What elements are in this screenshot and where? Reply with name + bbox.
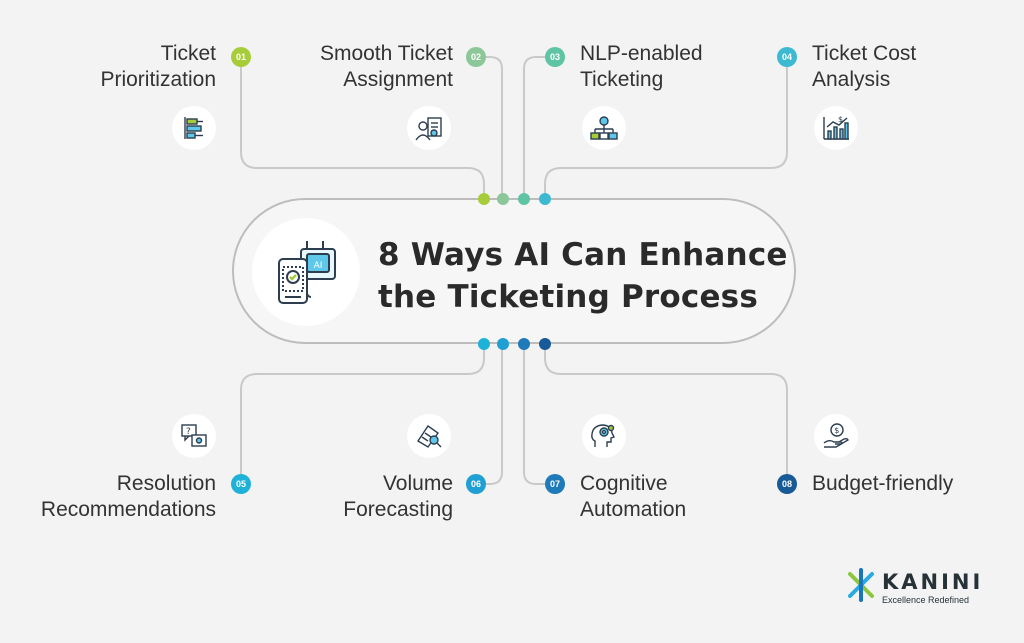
item-07-number: 07: [549, 479, 560, 489]
svg-text:AI: AI: [314, 261, 323, 271]
item-06-line2: Forecasting: [343, 498, 453, 521]
item-04-icon-bubble: $: [814, 106, 858, 150]
prioritization-icon: [184, 117, 203, 139]
item-01-number: 01: [235, 52, 246, 62]
connection-dot-06: [497, 338, 509, 350]
connection-dot-03: [518, 193, 530, 205]
connection-dot-01: [478, 193, 490, 205]
item-07-line1: Cognitive: [580, 472, 668, 495]
item-04-line1: Ticket Cost: [812, 42, 917, 65]
item-08-label: Budget-friendly: [812, 471, 953, 497]
connection-dot-05: [478, 338, 490, 350]
connector-08: [544, 344, 788, 474]
connector-05: [240, 344, 485, 474]
item-05-label: Resolution Recommendations: [41, 471, 216, 523]
title-line-1: 8 Ways AI Can Enhance: [378, 237, 788, 273]
item-03-number: 03: [549, 52, 560, 62]
item-08-line1: Budget-friendly: [812, 472, 954, 495]
assignment-icon: [415, 117, 442, 141]
item-01-icon-bubble: [172, 106, 216, 150]
svg-text:?: ?: [186, 427, 191, 437]
recommendation-icon: ?: [181, 424, 207, 447]
cost-chart-icon: $: [823, 115, 849, 140]
item-07-line2: Automation: [580, 498, 687, 521]
connector-06: [485, 344, 503, 485]
hero-icon-circle: AI: [252, 218, 360, 326]
connector-03: [523, 56, 545, 199]
item-05-line1: Resolution: [116, 472, 216, 495]
item-05-badge: 05: [231, 474, 251, 494]
connection-dot-08: [539, 338, 551, 350]
page-title: 8 Ways AI Can Enhance the Ticketing Proc…: [378, 234, 788, 318]
item-03-line2: Ticketing: [580, 68, 664, 91]
item-06-badge: 06: [466, 474, 486, 494]
item-07-label: Cognitive Automation: [580, 471, 686, 523]
connector-04: [544, 66, 788, 199]
item-06-label: Volume Forecasting: [343, 471, 453, 523]
item-02-badge: 02: [466, 47, 486, 67]
item-08-badge: 08: [777, 474, 797, 494]
forecasting-icon: [417, 425, 442, 448]
item-02-label: Smooth Ticket Assignment: [320, 41, 453, 93]
item-06-line1: Volume: [382, 472, 453, 495]
nlp-network-icon: [590, 116, 618, 140]
item-07-badge: 07: [545, 474, 565, 494]
item-02-icon-bubble: [407, 106, 451, 150]
connector-01: [240, 66, 485, 199]
item-01-line1: Ticket: [160, 42, 216, 65]
item-05-icon-bubble: ?: [172, 414, 216, 458]
item-08-icon-bubble: $: [814, 414, 858, 458]
item-01-badge: 01: [231, 47, 251, 67]
connector-02: [485, 56, 503, 199]
svg-text:$: $: [838, 115, 843, 124]
connector-07: [523, 344, 545, 485]
item-03-line1: NLP-enabled: [580, 42, 703, 65]
item-04-badge: 04: [777, 47, 797, 67]
brand-name: KANINI: [882, 570, 984, 594]
item-03-badge: 03: [545, 47, 565, 67]
svg-text:$: $: [834, 426, 839, 435]
item-01-line2: Prioritization: [100, 68, 216, 91]
budget-hand-icon: $: [823, 423, 849, 448]
item-05-number: 05: [235, 479, 246, 489]
item-07-icon-bubble: [582, 414, 626, 458]
item-04-number: 04: [781, 52, 792, 62]
item-06-number: 06: [470, 479, 481, 489]
connection-dot-02: [497, 193, 509, 205]
ai-ticket-icon: AI: [278, 241, 336, 304]
item-08-number: 08: [781, 479, 792, 489]
item-02-line1: Smooth Ticket: [319, 42, 453, 65]
brand-tagline: Excellence Redefined: [882, 595, 970, 605]
item-01-label: Ticket Prioritization: [100, 41, 216, 93]
item-04-line2: Analysis: [812, 68, 891, 91]
item-02-line2: Assignment: [343, 68, 453, 91]
kanini-logo: [848, 568, 874, 602]
item-03-label: NLP-enabled Ticketing: [580, 41, 703, 93]
connection-dot-04: [539, 193, 551, 205]
cognitive-brain-icon: [591, 424, 615, 447]
item-03-icon-bubble: [582, 106, 626, 150]
item-02-number: 02: [470, 52, 481, 62]
item-05-line2: Recommendations: [40, 498, 216, 521]
connection-dot-07: [518, 338, 530, 350]
item-04-label: Ticket Cost Analysis: [812, 41, 916, 93]
title-line-2: the Ticketing Process: [378, 279, 758, 315]
item-06-icon-bubble: [407, 414, 451, 458]
